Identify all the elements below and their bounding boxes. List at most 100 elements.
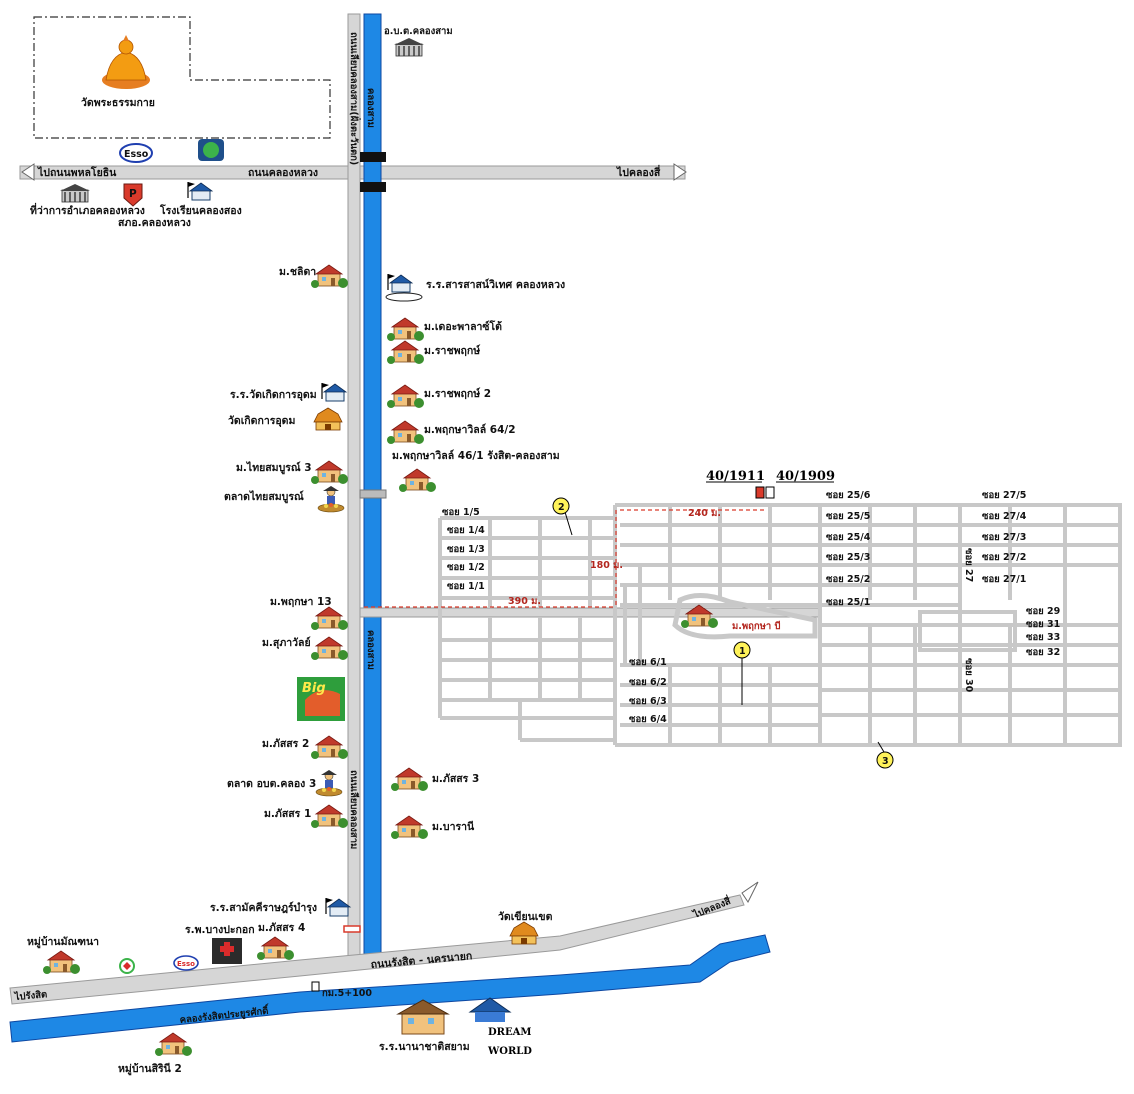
road-label-to-rangsit: ไปรังสิต bbox=[13, 988, 47, 1003]
house-icon bbox=[310, 636, 349, 661]
dist-180: 180 ม. bbox=[590, 560, 623, 571]
label-district-office: ที่ว่าการอำเภอคลองหลวง bbox=[30, 202, 145, 217]
police-p-text: P bbox=[129, 188, 137, 200]
house-icon bbox=[310, 460, 349, 485]
label-dream: DREAM bbox=[488, 1027, 531, 1038]
distance-lines bbox=[364, 509, 765, 608]
soi-27-vertical: ซอย 27 bbox=[963, 548, 974, 582]
soi-1-4: ซอย 1/4 bbox=[447, 525, 485, 536]
esso-text: Esso bbox=[124, 149, 149, 160]
ptt-small-icon bbox=[119, 958, 135, 974]
marker-2-label: 2 bbox=[558, 502, 565, 513]
label-market-obt: ตลาด อบต.คลอง 3 bbox=[227, 778, 316, 790]
soi-25-6: ซอย 25/6 bbox=[826, 490, 871, 501]
marker-3-label: 3 bbox=[882, 756, 889, 767]
school-wat-icon bbox=[321, 382, 347, 402]
label-thai-somboon3: ม.ไทยสมบูรณ์ 3 bbox=[236, 461, 312, 475]
arrow-upright-icon bbox=[741, 881, 759, 903]
km-post-icon bbox=[311, 981, 320, 992]
school-nanachat-icon bbox=[396, 999, 450, 1035]
label-passorn3: ม.ภัสสร 3 bbox=[432, 773, 479, 785]
label-passorn2: ม.ภัสสร 2 bbox=[262, 738, 309, 750]
label-market-thai: ตลาดไทยสมบูรณ์ bbox=[224, 490, 304, 504]
market-icon bbox=[317, 485, 345, 513]
soi-27-labels: ซอย 27/5 ซอย 27/4 ซอย 27/3 ซอย 27/2 ซอย … bbox=[963, 490, 1027, 585]
soi-right-labels: ซอย 29 ซอย 31 ซอย 33 ซอย 32 ซอย 30 bbox=[963, 606, 1060, 693]
big-text: Big bbox=[302, 681, 326, 696]
label-chalida: ม.ชลิดา bbox=[279, 266, 316, 278]
label-passorn1: ม.ภัสสร 1 bbox=[264, 808, 311, 820]
label-mantana: หมู่บ้านมัณฑนา bbox=[27, 935, 99, 949]
arrow-left-icon bbox=[21, 163, 35, 181]
police-p-icon: P bbox=[123, 183, 143, 207]
soi-6-2: ซอย 6/2 bbox=[629, 677, 667, 688]
district-office-icon bbox=[59, 183, 91, 203]
dist-390: 390 ม. bbox=[508, 596, 541, 607]
rangsit-nakhonnayok-road bbox=[9, 894, 745, 1005]
label-baranee: ม.บารานี bbox=[432, 820, 475, 833]
house-icon bbox=[390, 815, 429, 840]
house-icon bbox=[310, 264, 349, 289]
soi-25-labels: ซอย 25/6 ซอย 25/5 ซอย 25/4 ซอย 25/3 ซอย … bbox=[826, 490, 871, 608]
unit-a-marker bbox=[755, 486, 765, 499]
label-school-samakkhi: ร.ร.สามัคคีราษฎร์บำรุง bbox=[210, 901, 317, 915]
temple-koet-icon bbox=[313, 407, 343, 431]
label-school-sarasas: ร.ร.สารสาสน์วิเทศ คลองหลวง bbox=[426, 278, 565, 291]
temple-boundary bbox=[33, 16, 331, 139]
soi-25-2: ซอย 25/2 bbox=[826, 574, 870, 585]
soi-29: ซอย 29 bbox=[1026, 606, 1060, 617]
soi-32: ซอย 32 bbox=[1026, 647, 1060, 658]
house-icon bbox=[310, 804, 349, 829]
soi-25-4: ซอย 25/4 bbox=[826, 532, 871, 543]
road-label-vertical-top: ถนนเลียบคลองสาม(ฝั่งตะวันตก) bbox=[348, 32, 362, 165]
temple-name: วัดพระธรรมกาย bbox=[81, 97, 155, 109]
unit-40-1909: 40/1909 bbox=[776, 469, 835, 484]
label-the-plant: ม.เดอะพาลาซ์โต้ bbox=[424, 320, 502, 333]
label-ratchapruek2: ม.ราชพฤกษ์ 2 bbox=[424, 387, 491, 400]
soi-33: ซอย 33 bbox=[1026, 632, 1060, 643]
label-wat-koet: วัดเกิดการอุดม bbox=[228, 415, 295, 428]
temple-khian-icon bbox=[509, 921, 539, 945]
marker-1-label: 1 bbox=[739, 646, 746, 657]
label-world: WORLD bbox=[487, 1046, 532, 1057]
house-icon bbox=[310, 735, 349, 760]
label-sirinee2: หมู่บ้านสิรินี 2 bbox=[118, 1062, 182, 1076]
marker-circle-1: 1 bbox=[733, 641, 751, 705]
house-icon bbox=[386, 384, 425, 409]
road-label-vertical-bottom: ถนนเลียบคลองสาม bbox=[348, 770, 360, 849]
label-school-wat: ร.ร.วัดเกิดการอุดม bbox=[230, 389, 317, 402]
soi-25-5: ซอย 25/5 bbox=[826, 511, 870, 522]
school-samakkhi-icon bbox=[325, 897, 351, 917]
house-icon bbox=[390, 767, 429, 792]
soi-6-3: ซอย 6/3 bbox=[629, 696, 667, 707]
house-icon bbox=[398, 468, 437, 493]
obt-building-icon bbox=[393, 37, 425, 57]
canal-label-klong3-mid: คลองสาม bbox=[365, 630, 376, 670]
label-pruksa-b: ม.พฤกษา บี bbox=[732, 620, 781, 632]
market-icon bbox=[315, 769, 343, 797]
road-label-klong-luang: ถนนคลองหลวง bbox=[248, 167, 318, 179]
label-passorn4: ม.ภัสสร 4 bbox=[258, 922, 305, 934]
arrow-right-icon bbox=[673, 163, 687, 181]
soi-25-1: ซอย 25/1 bbox=[826, 597, 870, 608]
esso-small-icon: Esso bbox=[173, 955, 199, 971]
unit-b-marker bbox=[765, 486, 775, 499]
canal-label-klong3-top: คลองสาม bbox=[365, 88, 376, 128]
grid-roads bbox=[359, 503, 1122, 747]
label-wat-khian: วัดเขียนเขต bbox=[498, 910, 553, 923]
soi-1-5: ซอย 1/5 bbox=[442, 507, 480, 518]
soi-31: ซอย 31 bbox=[1026, 619, 1060, 630]
road-label-km: กม.5+100 bbox=[322, 988, 372, 999]
soi-25-3: ซอย 25/3 bbox=[826, 552, 870, 563]
label-supawan: ม.สุภาวัลย์ bbox=[262, 636, 311, 650]
label-pruksa13: ม.พฤกษา 13 bbox=[270, 596, 332, 608]
label-pruksa-ville461: ม.พฤกษาวิลล์ 46/1 รังสิต-คลองสาม bbox=[392, 449, 560, 462]
school-klong2-icon bbox=[187, 181, 213, 201]
esso-small-text: Esso bbox=[177, 960, 195, 968]
label-hospital: ร.พ.บางปะกอก bbox=[185, 924, 255, 936]
small-bridge-icon bbox=[343, 925, 361, 933]
soi-6-labels: ซอย 6/1 ซอย 6/2 ซอย 6/3 ซอย 6/4 bbox=[629, 657, 667, 725]
school-sarasas-icon bbox=[387, 273, 413, 293]
soi-27-2: ซอย 27/2 bbox=[982, 552, 1026, 563]
soi-27-4: ซอย 27/4 bbox=[982, 511, 1027, 522]
